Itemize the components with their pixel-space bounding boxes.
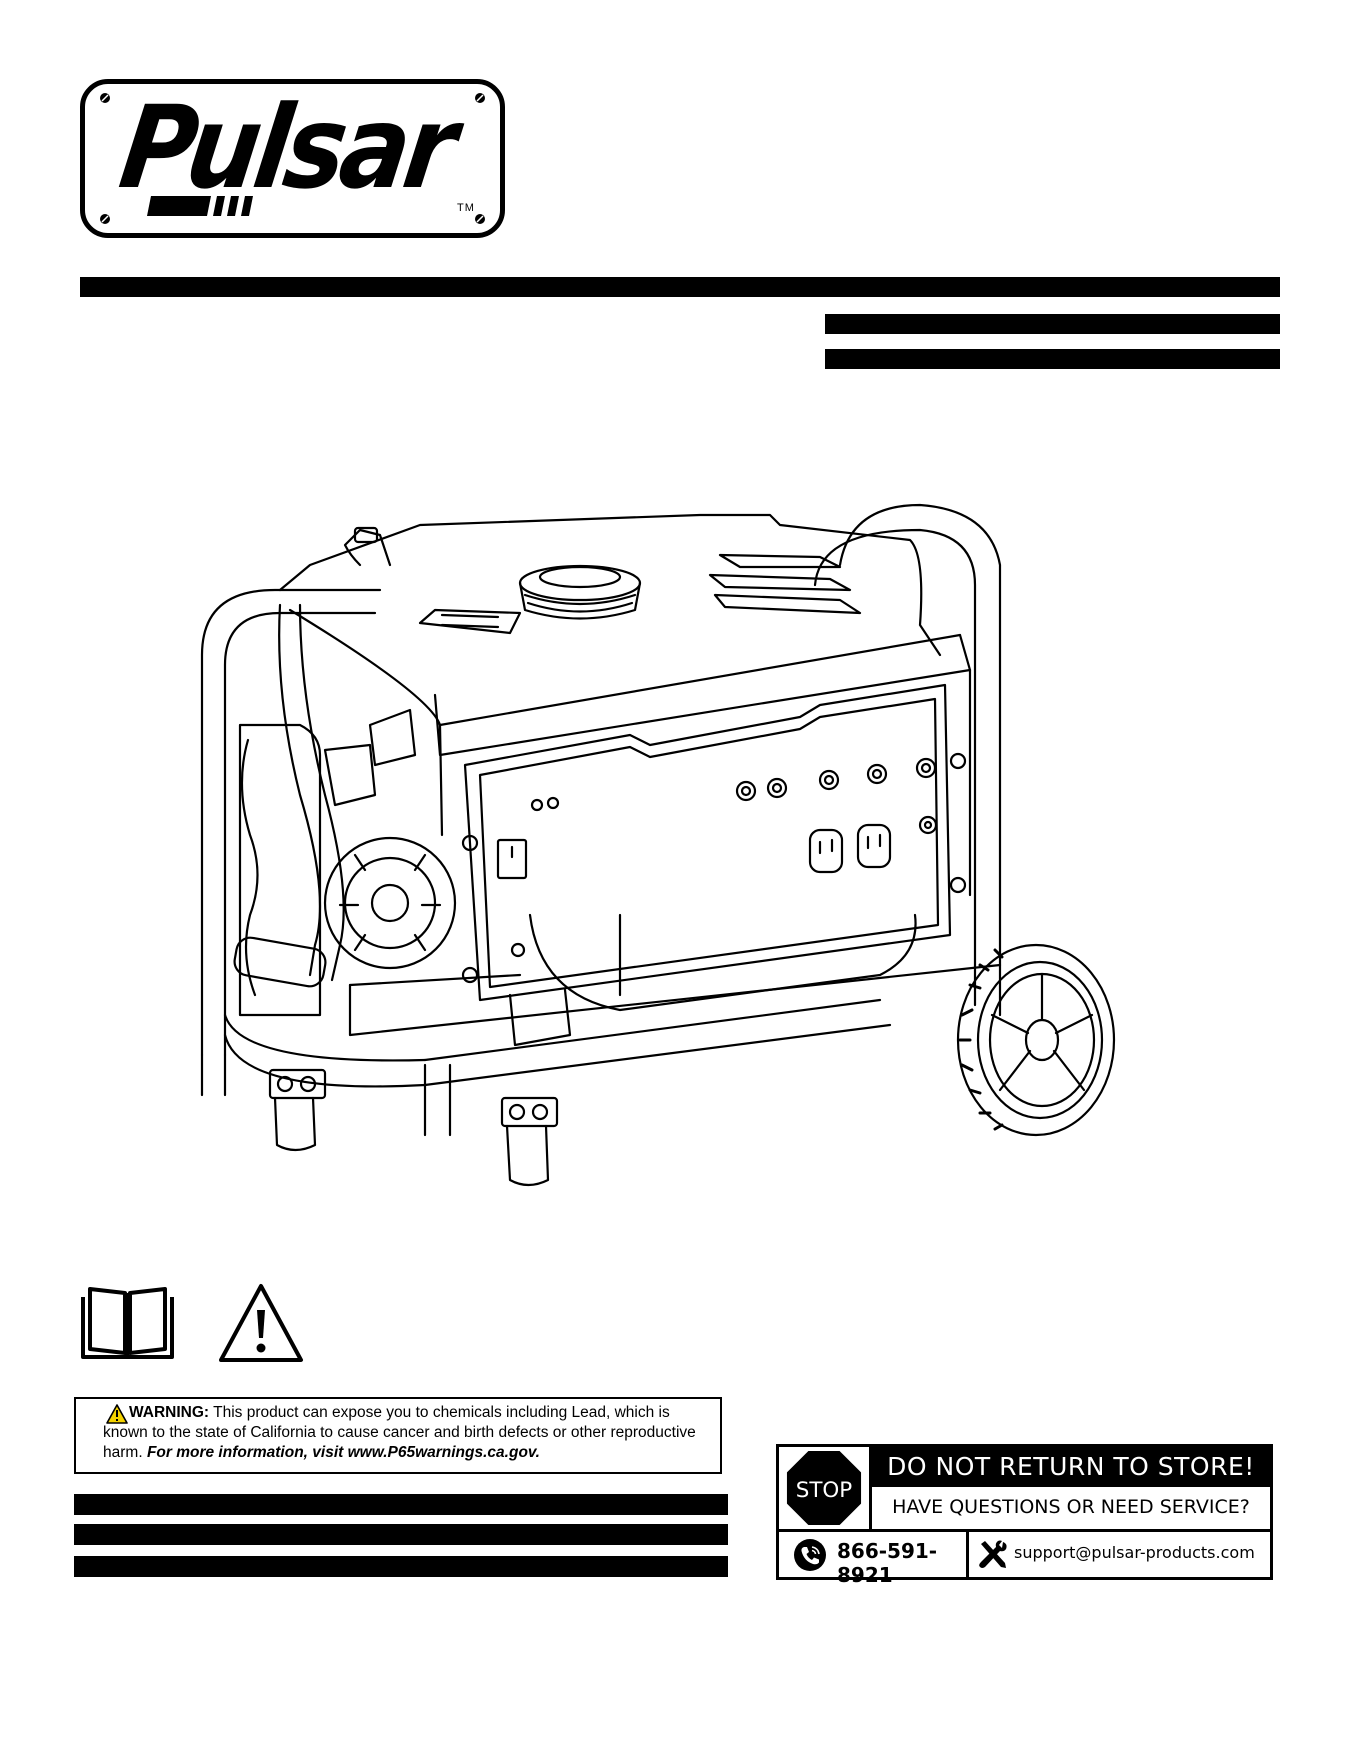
screw-icon (475, 93, 485, 103)
screw-icon (100, 93, 110, 103)
warning-text-line-3: harm. (103, 1444, 147, 1461)
more-info-link-text: For more information, visit www.P65warni… (146, 1444, 540, 1461)
open-book-icon (81, 1287, 174, 1359)
screw-icon (475, 214, 485, 224)
logo-speed-stripes (147, 196, 253, 216)
stop-sign-icon: STOP (786, 1450, 862, 1526)
warning-text-line-2: known to the state of California to caus… (103, 1424, 696, 1441)
spec-bar-2 (74, 1524, 728, 1545)
warning-triangle-icon (106, 1404, 128, 1424)
subtitle-bar-1 (825, 314, 1280, 334)
screw-icon (100, 214, 110, 224)
need-service-subheadline: HAVE QUESTIONS OR NEED SERVICE? (872, 1487, 1270, 1527)
support-email[interactable]: support@pulsar-products.com (1014, 1543, 1255, 1562)
brand-name: Pulsar (112, 81, 460, 216)
tools-icon (979, 1540, 1007, 1568)
stop-sign-label: STOP (796, 1478, 853, 1503)
phone-icon (794, 1539, 826, 1571)
spec-bar-3 (74, 1556, 728, 1577)
subtitle-bar-2 (825, 349, 1280, 369)
warning-label: WARNING: (129, 1404, 210, 1421)
generator-illustration (200, 503, 1116, 1187)
prop65-warning: WARNING: This product can expose you to … (74, 1397, 722, 1474)
warning-triangle-icon (219, 1284, 303, 1362)
trademark-symbol: TM (457, 202, 475, 214)
customer-support-box: STOP DO NOT RETURN TO STORE! HAVE QUESTI… (776, 1444, 1273, 1587)
warning-text-line-1: This product can expose you to chemicals… (209, 1404, 670, 1421)
support-phone-number[interactable]: 866-591-8921 (837, 1539, 938, 1587)
pulsar-logo: Pulsar TM (80, 79, 505, 238)
title-bar (80, 277, 1280, 297)
spec-bar-1 (74, 1494, 728, 1515)
do-not-return-headline: DO NOT RETURN TO STORE! (872, 1447, 1270, 1487)
